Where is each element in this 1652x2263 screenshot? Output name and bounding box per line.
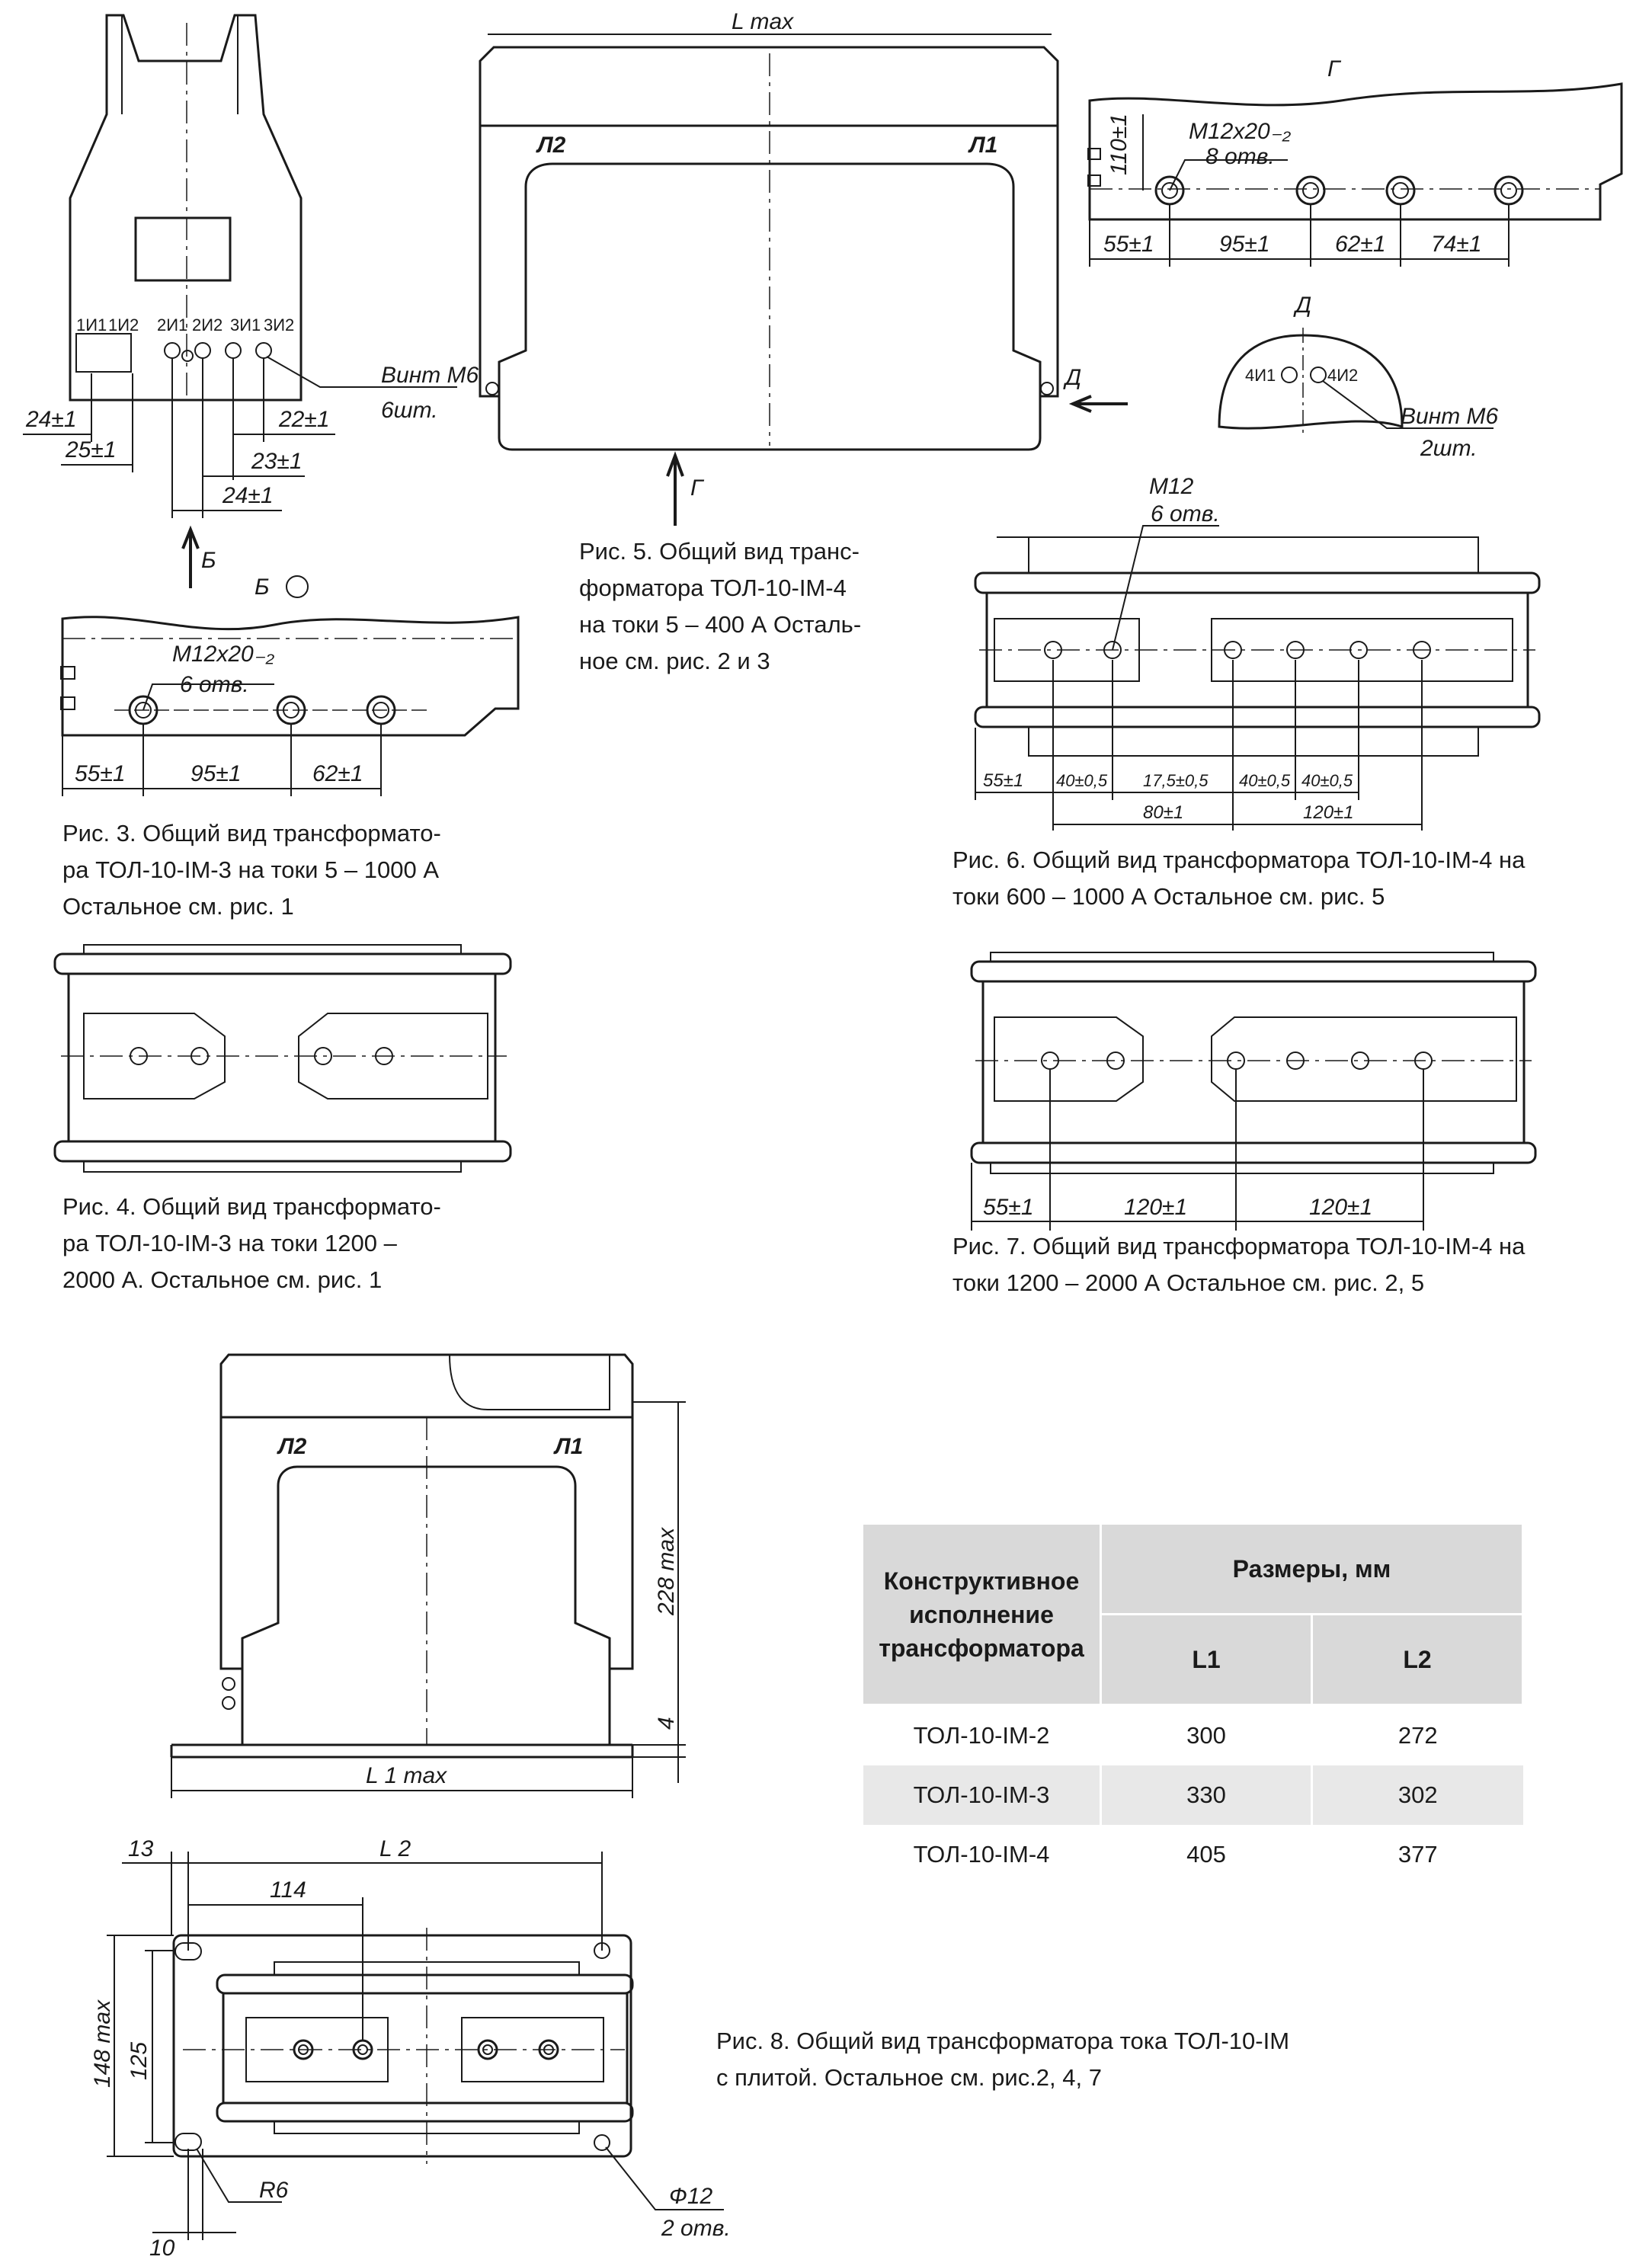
fig5-l1: Л1 [968,133,997,158]
table-cell-l2: 377 [1311,1825,1523,1884]
view-g-thread-label: М12х20₋₂ [1189,119,1292,144]
fig8-dim-l2: L 2 [379,1836,411,1861]
fig6-dim-40c: 40±0,5 [1301,771,1353,790]
table-row: ТОЛ-10-IM-2 300 272 [861,1704,1523,1765]
fig3-view-b: Б М12х20₋₂ 6 отв. 55±1 95±1 62±1 [60,575,520,796]
table-head-design: Конструктивное исполнение трансформатора [861,1522,1102,1706]
view-g-title: Г [1327,56,1342,82]
fig8-top-view: 13 L 2 114 148 max 125 10 R6 Ф12 2 отв. [90,1836,731,2261]
table-cell-l2: 272 [1311,1704,1523,1765]
view-g-holes-label: 8 отв. [1205,144,1275,169]
fig1-terminal-3i2: 3И2 [264,315,294,334]
fig1-dim-24b: 24±1 [222,483,274,508]
fig6-dim-40b: 40±0,5 [1239,771,1291,790]
fig5-lmax: L max [732,9,794,34]
fig1-terminal-2i2: 2И2 [192,315,223,334]
view-d-terminal-4i2: 4И2 [1327,366,1358,385]
fig6-dim-40a: 40±0,5 [1056,771,1108,790]
view-d-title: Д [1293,293,1311,318]
fig8-dim-13: 13 [128,1836,154,1861]
fig1-terminal-1i1: 1И1 [76,315,107,334]
table-head-sizes: Размеры, мм [1100,1522,1524,1615]
fig5-l2: Л2 [536,133,566,158]
fig3-dim-95: 95±1 [190,761,242,786]
fig8-hole-count: 2 отв. [661,2216,731,2241]
view-d-screw-count: 2шт. [1420,436,1478,461]
fig3-caption: Рис. 3. Общий вид трансформато- ра ТОЛ-1… [62,820,441,920]
fig6-caption: Рис. 6. Общий вид трансформатора ТОЛ-10-… [952,847,1526,910]
fig8-base-dim: 4 [654,1717,679,1730]
fig8-height-dim: 228 max [654,1527,679,1616]
fig8-caption: Рис. 8. Общий вид трансформатора тока ТО… [716,2028,1290,2091]
fig5-front-view: L max Л2 Л1 Д Г [479,9,1128,526]
table-cell-name: ТОЛ-10-IM-3 [861,1765,1101,1825]
view-d-terminal-4i1: 4И1 [1245,366,1276,385]
fig6-dim-120: 120±1 [1303,802,1354,823]
view-g-height-dim: 110±1 [1106,114,1132,175]
fig8-dim-114: 114 [270,1877,306,1903]
table-cell-l1: 300 [1100,1704,1312,1765]
fig8-dim-125: 125 [126,2042,152,2080]
fig1-terminal-2i1: 2И1 [157,315,187,334]
fig1-dim-25: 25±1 [65,437,117,463]
table-col-l1: L1 [1100,1613,1313,1706]
fig7-caption: Рис. 7. Общий вид трансформатора ТОЛ-10-… [952,1233,1526,1296]
table-col-l2: L2 [1311,1613,1524,1706]
table-cell-l1: 405 [1100,1825,1312,1884]
fig8-front-view: Л2 Л1 228 max 4 L 1 max [170,1353,686,1798]
fig6-dim-17-5: 17,5±0,5 [1143,771,1209,790]
table-row: ТОЛ-10-IM-4 405 377 [861,1825,1523,1884]
fig8-dim-r6: R6 [259,2178,289,2203]
fig6-holes-label: 6 отв. [1151,501,1220,527]
fig1-dim-24: 24±1 [25,407,77,432]
table-cell-l2: 302 [1311,1765,1523,1825]
fig1-view-arrow-label: Б [201,548,216,573]
view-g-dim-95: 95±1 [1219,232,1270,257]
fig8-l1max: L 1 max [366,1763,447,1788]
table-row: ТОЛ-10-IM-3 330 302 [861,1765,1523,1825]
fig1-dim-23: 23±1 [251,449,303,474]
fig4-top-view [53,944,512,1173]
fig7-top-view: 55±1 120±1 120±1 [970,952,1537,1231]
fig8-l2: Л2 [277,1434,307,1459]
view-g-dim-74: 74±1 [1431,232,1482,257]
fig6-top-view: М12 6 отв. 55±1 40±0,5 17,5±0,5 40±0,5 4… [974,474,1541,831]
fig5-caption: Рис. 5. Общий вид транс- форматора ТОЛ-1… [579,538,862,674]
fig1-window [134,216,232,282]
fig5-arrow-d: Д [1063,365,1081,390]
fig5-arrow-g: Г [690,475,705,501]
dimensions-table: Конструктивное исполнение трансформатора… [861,1522,1524,1884]
fig1-screw-label: Винт М6 [381,363,479,388]
view-g-dim-55: 55±1 [1103,232,1154,257]
table-cell-name: ТОЛ-10-IM-4 [861,1825,1101,1884]
fig1-terminal-screws [164,342,272,362]
view-g: Г М12х20₋₂ 8 отв. 110±1 55±1 95±1 62±1 7… [1087,56,1623,267]
fig3-holes-label: 6 отв. [180,672,249,697]
fig1-dim-22: 22±1 [278,407,330,432]
fig6-thread-label: М12 [1149,474,1194,499]
fig1-terminal-1i2: 1И2 [108,315,139,334]
fig7-dim-120a: 120±1 [1124,1195,1187,1220]
table-cell-l1: 330 [1100,1765,1312,1825]
fig7-dim-120b: 120±1 [1309,1195,1372,1220]
view-d: Д 4И1 4И2 Винт М6 2шт. [1218,293,1499,461]
fig1-front-view: 1И1 1И2 2И1 2И2 3И1 3И2 Винт М6 6шт. 24±… [23,14,479,588]
fig3-dim-55: 55±1 [75,761,126,786]
fig1-screw-count: 6шт. [381,398,438,423]
fig8-hole-label: Ф12 [669,2184,713,2209]
fig4-caption: Рис. 4. Общий вид трансформато- ра ТОЛ-1… [62,1193,441,1293]
view-d-screw-label: Винт М6 [1401,404,1499,429]
fig6-dim-55: 55±1 [983,770,1023,791]
fig3-view-label: Б [255,575,270,600]
view-g-dim-62: 62±1 [1335,232,1386,257]
fig8-l1: Л1 [553,1434,583,1459]
fig8-dim-10: 10 [149,2236,175,2261]
fig1-terminal-3i1: 3И1 [230,315,261,334]
fig3-dim-62: 62±1 [312,761,363,786]
fig7-dim-55: 55±1 [983,1195,1034,1220]
fig6-dim-80: 80±1 [1143,802,1183,823]
fig8-dim-148max: 148 max [90,1999,115,2088]
table-cell-name: ТОЛ-10-IM-2 [861,1704,1101,1765]
fig3-thread-label: М12х20₋₂ [172,642,275,667]
